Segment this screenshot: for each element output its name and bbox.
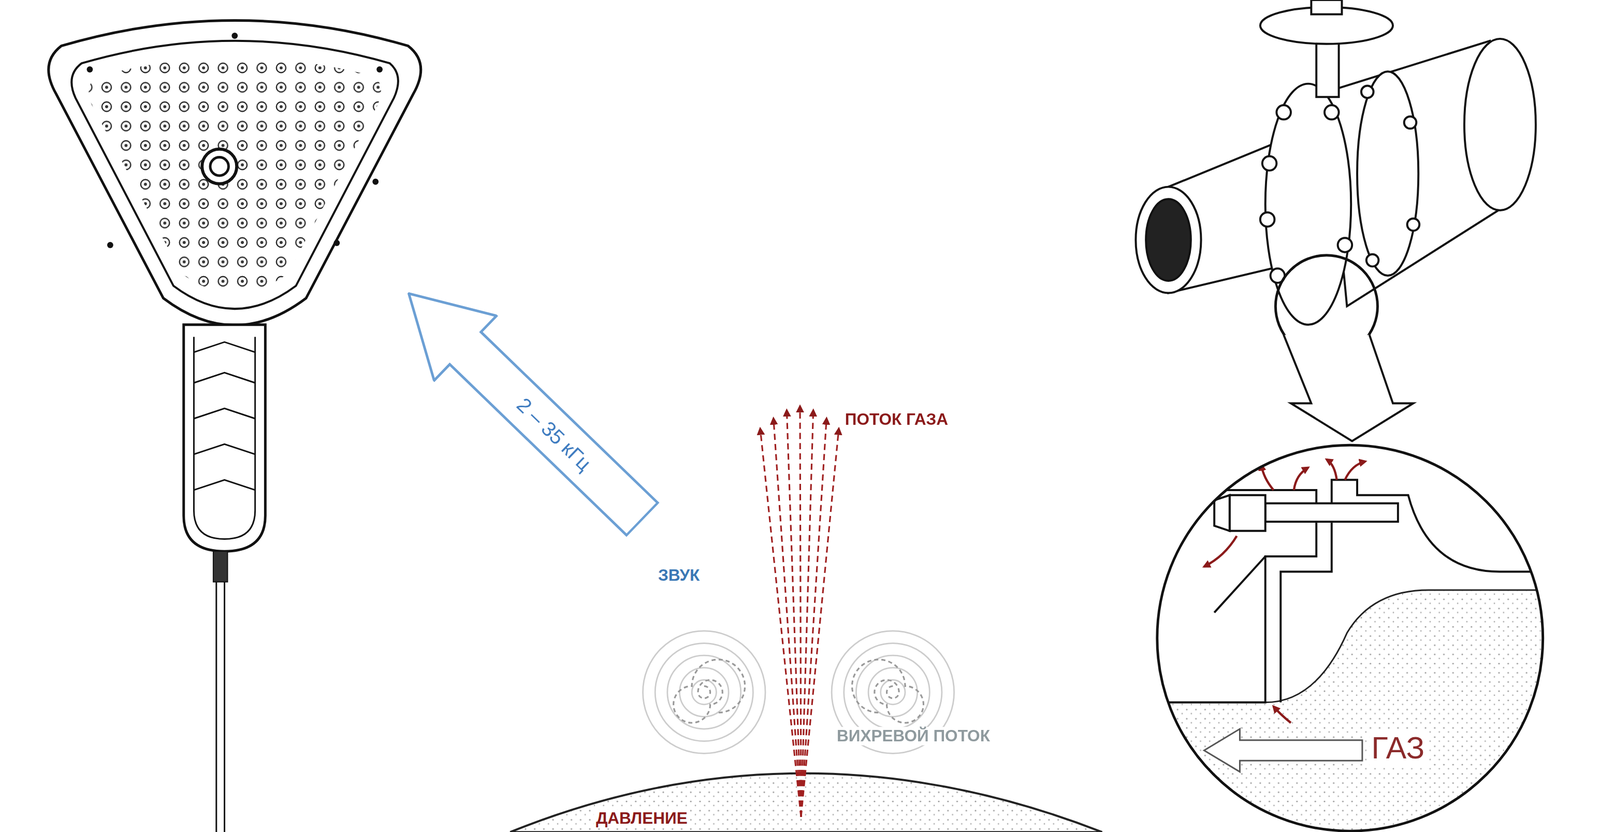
detector <box>48 20 421 832</box>
sound-label: ЗВУК <box>656 566 702 586</box>
pressure-label: ДАВЛЕНИЕ <box>593 809 690 828</box>
valve <box>1135 0 1536 441</box>
frequency-arrow: 2 – 35 кГц <box>375 259 675 554</box>
vortex-label: ВИХРЕВОЙ ПОТОК <box>834 726 993 746</box>
gas-label: ГАЗ <box>1369 730 1427 766</box>
magnified-section <box>1153 438 1552 832</box>
flow-label: ПОТОК ГАЗА <box>845 410 949 429</box>
